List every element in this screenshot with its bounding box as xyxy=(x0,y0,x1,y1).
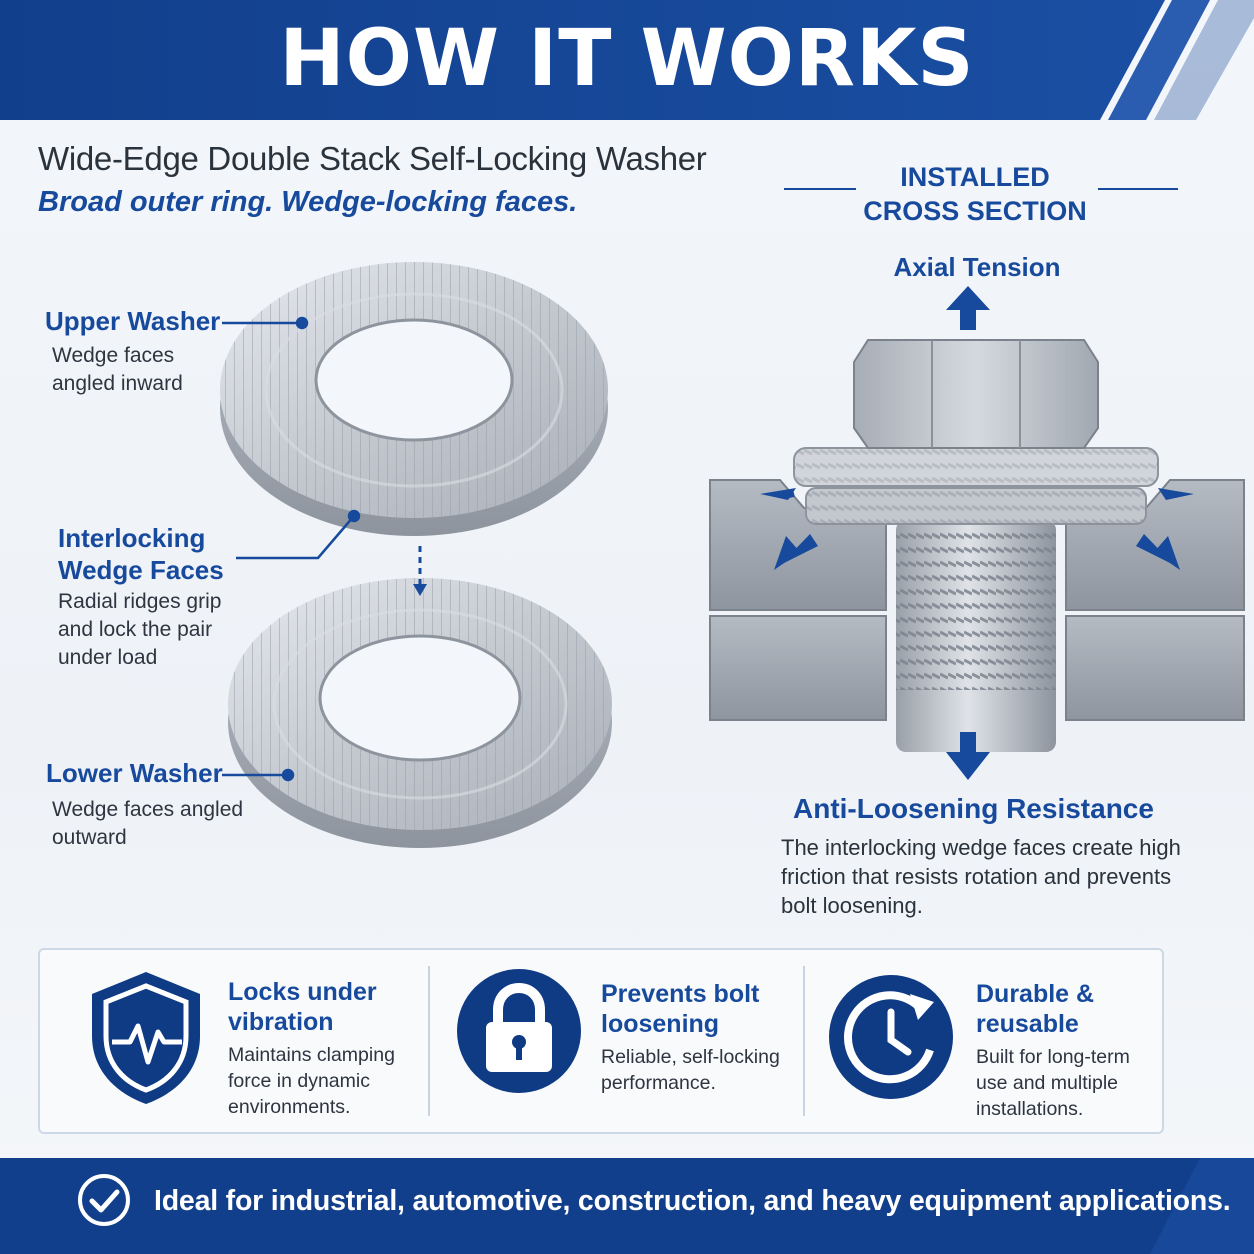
footer-text: Ideal for industrial, automotive, constr… xyxy=(154,1185,1231,1217)
feature-divider xyxy=(428,966,430,1116)
feature-vibration-title: Locks under vibration xyxy=(228,978,377,1036)
lower-washer-desc: Wedge faces angled outward xyxy=(52,798,244,849)
interlocking-title: Interlocking Wedge Faces xyxy=(58,523,224,585)
shield-heartbeat-icon xyxy=(92,972,200,1104)
heading-rule-right xyxy=(1098,188,1178,190)
anti-loosening-desc: The interlocking wedge faces create high… xyxy=(781,835,1181,918)
feature-durable-desc: Built for long-term use and multiple ins… xyxy=(976,1046,1130,1120)
bolt-hex-head xyxy=(853,339,1099,449)
header-title: HOW IT WORKS xyxy=(279,14,975,104)
feature-divider xyxy=(803,966,805,1116)
cross-section-illustration xyxy=(709,286,1245,780)
washer-pair-illustration xyxy=(220,262,612,848)
anti-loosening-title: Anti-Loosening Resistance xyxy=(793,793,1154,824)
anti-loosening-arrow xyxy=(946,732,990,780)
check-circle-icon xyxy=(78,1174,130,1226)
clock-refresh-icon xyxy=(829,975,953,1099)
upper-washer-title: Upper Washer xyxy=(45,306,221,336)
feature-loosening-desc: Reliable, self-locking performance. xyxy=(601,1046,780,1094)
interlocking-desc: Radial ridges grip and lock the pair und… xyxy=(58,590,222,669)
upper-washer-desc: Wedge faces angled inward xyxy=(52,344,183,395)
cross-section-heading: INSTALLED CROSS SECTION xyxy=(863,162,1087,226)
upper-washer xyxy=(220,262,608,536)
heading-rule-left xyxy=(784,188,856,190)
axial-tension-arrow xyxy=(946,286,990,330)
feature-loosening-title: Prevents bolt loosening xyxy=(601,980,760,1038)
footer-banner xyxy=(0,1158,1254,1254)
product-subtitle: Broad outer ring. Wedge-locking faces. xyxy=(38,186,578,218)
feature-vibration-desc: Maintains clamping force in dynamic envi… xyxy=(228,1044,395,1118)
features-panel xyxy=(38,948,1164,1134)
lower-washer xyxy=(228,578,612,848)
lower-washer-title: Lower Washer xyxy=(46,758,223,788)
feature-durable-title: Durable & reusable xyxy=(976,980,1095,1038)
header-banner xyxy=(0,0,1254,120)
leader-lines xyxy=(222,316,361,782)
padlock-icon xyxy=(457,969,581,1093)
radial-force-arrows xyxy=(760,488,1194,570)
product-title: Wide-Edge Double Stack Self-Locking Wash… xyxy=(38,140,707,177)
axial-tension-label: Axial Tension xyxy=(893,252,1061,282)
